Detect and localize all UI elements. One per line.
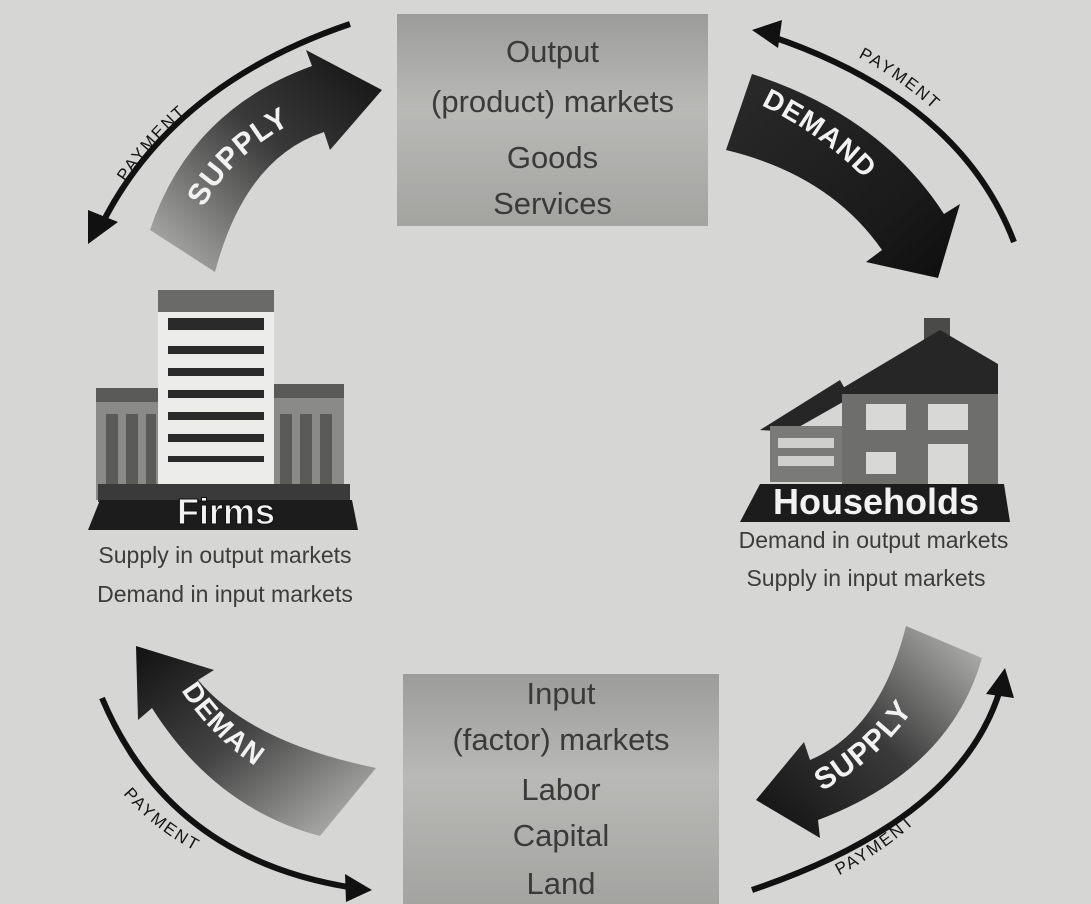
payment-arrow-top-right xyxy=(752,20,1017,244)
input-market-item-land: Land xyxy=(526,866,596,901)
firms-label: Firms xyxy=(177,491,275,532)
output-market-title-line1: Output xyxy=(505,34,600,69)
svg-text:PAYMENT: PAYMENT xyxy=(832,811,919,879)
households-label: Households xyxy=(773,481,979,522)
input-market-item-capital: Capital xyxy=(512,818,610,853)
firms-caption-line1: Supply in output markets xyxy=(98,542,352,568)
households-house-icon xyxy=(740,318,1010,522)
supply-arrow-bottom-right xyxy=(756,626,982,838)
households-caption-line2: Supply in input markets xyxy=(746,565,986,591)
payment-arrow-bottom-right xyxy=(751,668,1014,893)
payment-arrow-bottom-left xyxy=(99,696,372,902)
demand-arrow-top-right xyxy=(726,74,960,278)
input-market-title-line2: (factor) markets xyxy=(452,722,670,757)
households-caption-line1: Demand in output markets xyxy=(738,527,1009,553)
output-market-title-line2: (product) markets xyxy=(431,84,674,119)
output-market-item-services: Services xyxy=(493,186,612,221)
firms-building-icon xyxy=(88,290,358,530)
payment-arrow-top-left xyxy=(88,21,351,244)
input-market-box: Input (factor) markets Labor Capital Lan… xyxy=(403,674,719,904)
supply-arrow-top-left xyxy=(150,50,382,272)
firms-caption-line2: Demand in input markets xyxy=(97,581,353,607)
demand-arrow-bottom-left xyxy=(136,646,376,836)
payment-label-bottom-right: PAYMENT xyxy=(832,811,917,879)
output-market-item-goods: Goods xyxy=(506,140,599,175)
output-market-box: Output (product) markets Goods Services xyxy=(397,14,708,226)
input-market-item-labor: Labor xyxy=(521,772,601,807)
input-market-title-line1: Input xyxy=(526,676,596,711)
